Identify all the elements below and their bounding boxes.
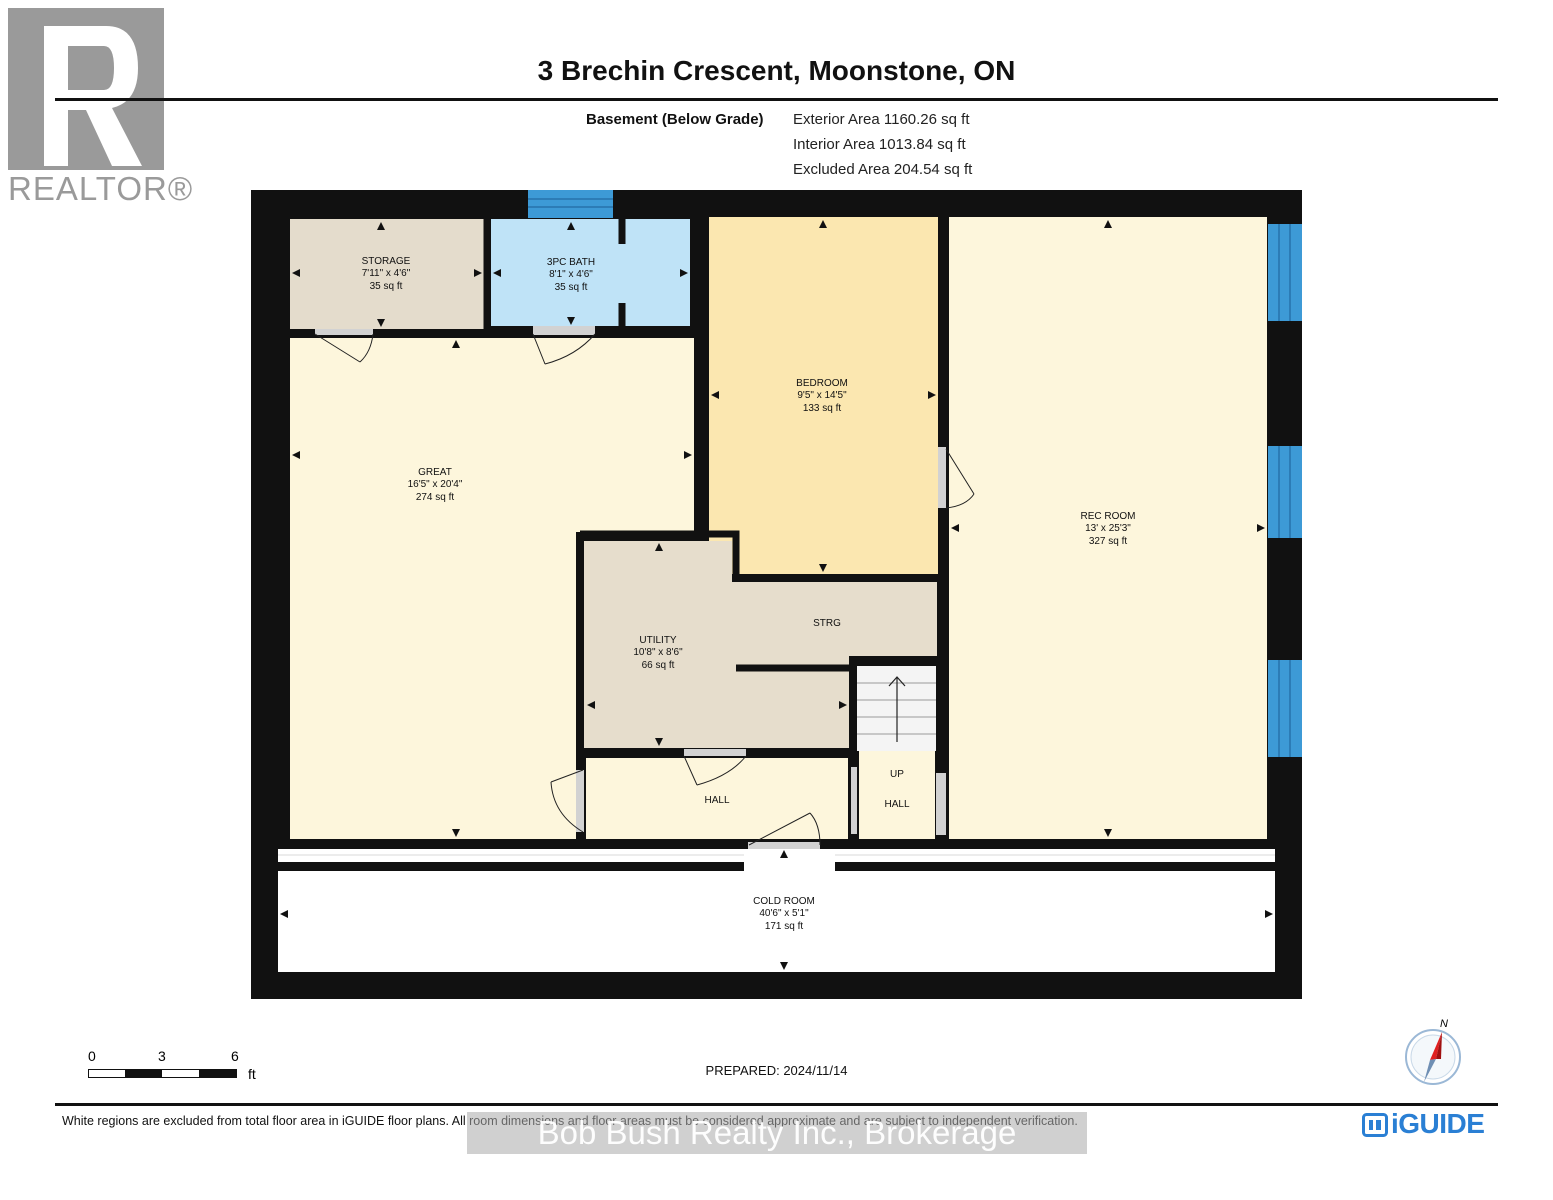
bath-name: 3PC BATH xyxy=(547,257,595,268)
rec-room-area: 327 sq ft xyxy=(1089,536,1128,547)
window xyxy=(528,190,613,218)
bedroom-area: 133 sq ft xyxy=(803,403,842,414)
level-name: Basement (Below Grade) xyxy=(586,111,764,128)
stair-arrow-icon xyxy=(888,676,906,742)
window xyxy=(1268,224,1302,321)
strg-name: STRG xyxy=(813,618,841,629)
bedroom-name: BEDROOM xyxy=(796,378,848,389)
dimension-arrows xyxy=(280,220,1273,970)
iguide-brand: iGUIDE xyxy=(1391,1108,1485,1139)
interior-area: Interior Area 1013.84 sq ft xyxy=(793,136,966,153)
cold-room-wall-right xyxy=(835,849,1275,862)
hall-right-floor xyxy=(859,751,935,839)
hall-left-name: HALL xyxy=(704,795,729,806)
hall-right-name: HALL xyxy=(884,799,909,810)
window xyxy=(1268,660,1302,757)
title-divider xyxy=(55,98,1498,101)
bath-room xyxy=(491,219,690,326)
realtor-r-logo-icon xyxy=(8,8,164,170)
brokerage-watermark: Bob Bush Realty Inc., Brokerage xyxy=(467,1112,1087,1154)
scale-tick-3: 3 xyxy=(158,1048,166,1064)
stairs-up-label: UP xyxy=(890,769,904,780)
cold-room-name: COLD ROOM xyxy=(753,896,815,907)
bedroom-room xyxy=(709,217,938,574)
scale-bar: 0 3 6 ft xyxy=(88,1048,256,1082)
footer-divider xyxy=(55,1103,1498,1106)
prepared-date: PREPARED: 2024/11/14 xyxy=(705,1063,848,1078)
cold-room-wall-left xyxy=(278,849,744,862)
door-swings xyxy=(314,333,975,846)
windows xyxy=(528,190,1302,757)
page-title: 3 Brechin Crescent, Moonstone, ON xyxy=(537,55,1016,86)
cold-room-doorway xyxy=(744,849,835,872)
storage-name: STORAGE xyxy=(362,256,411,267)
north-compass-icon: N xyxy=(1405,1018,1461,1085)
storage-room xyxy=(290,219,484,329)
cold-room-dims: 40'6" x 5'1" xyxy=(759,908,809,919)
rec-room xyxy=(949,217,1267,839)
compass-north-label: N xyxy=(1440,1018,1448,1030)
interior-walls xyxy=(483,216,946,842)
hall-left-floor xyxy=(586,758,848,839)
bath-dims: 8'1" x 4'6" xyxy=(549,269,593,280)
bath-area: 35 sq ft xyxy=(555,282,588,293)
storage-area: 35 sq ft xyxy=(370,281,403,292)
great-room xyxy=(290,338,694,839)
iguide-logo-icon xyxy=(1362,1113,1388,1137)
scale-tick-6: 6 xyxy=(231,1048,239,1064)
utility-area: 66 sq ft xyxy=(642,660,675,671)
cold-room xyxy=(278,871,1275,972)
window xyxy=(1268,446,1302,538)
utility-room xyxy=(584,541,937,748)
utility-dims: 10'8" x 8'6" xyxy=(633,647,683,658)
exterior-area: Exterior Area 1160.26 sq ft xyxy=(793,111,970,128)
storage-dims: 7'11" x 4'6" xyxy=(362,268,411,279)
great-name: GREAT xyxy=(418,467,452,478)
excluded-area: Excluded Area 204.54 sq ft xyxy=(793,161,973,178)
rec-room-name: REC ROOM xyxy=(1081,511,1136,522)
realtor-wordmark: REALTOR® xyxy=(8,170,194,207)
door-openings xyxy=(315,326,946,849)
scale-tick-0: 0 xyxy=(88,1048,96,1064)
scale-unit: ft xyxy=(248,1066,256,1082)
rec-room-dims: 13' x 25'3" xyxy=(1085,523,1131,534)
great-dims: 16'5" x 20'4" xyxy=(408,479,463,490)
utility-name: UTILITY xyxy=(639,635,677,646)
great-area: 274 sq ft xyxy=(416,492,455,503)
cold-room-area: 171 sq ft xyxy=(765,921,804,932)
bedroom-dims: 9'5" x 14'5" xyxy=(797,390,847,401)
